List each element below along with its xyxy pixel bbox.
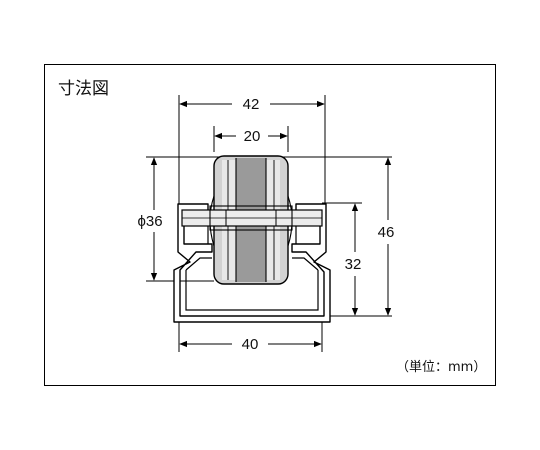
dimension-lines — [150, 100, 392, 348]
drawing-title: 寸法図 — [58, 79, 109, 99]
axle — [181, 205, 323, 231]
dim-overall-height: 46 — [378, 224, 395, 241]
dim-rail-height: 32 — [345, 256, 362, 273]
dim-top-width: 42 — [243, 96, 260, 113]
unit-note: （単位：mm） — [396, 360, 487, 375]
rail-outer-profile — [173, 203, 331, 323]
dim-diameter: ϕ36 — [137, 213, 162, 230]
dim-roller-width: 20 — [244, 128, 261, 145]
dim-bottom-width: 40 — [242, 336, 259, 353]
